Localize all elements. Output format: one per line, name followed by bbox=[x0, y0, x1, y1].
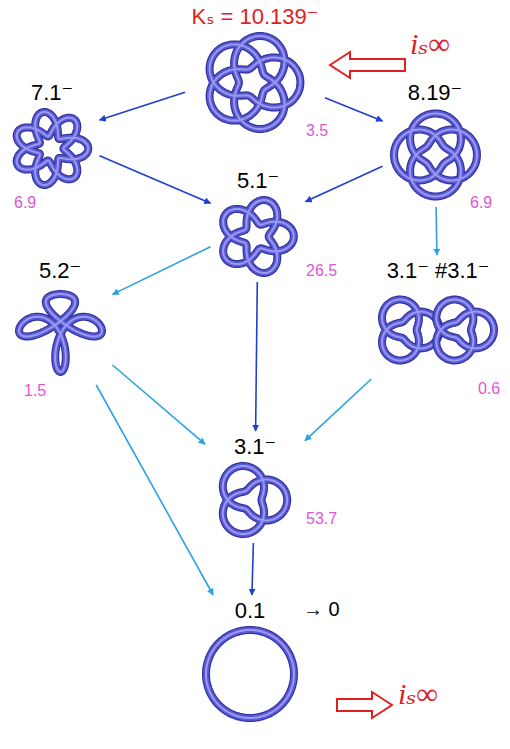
transition-arrow bbox=[100, 156, 211, 203]
knot-tube bbox=[16, 112, 88, 185]
knot-node: 8.19⁻6.9 bbox=[386, 80, 485, 204]
knot-node: 5.2⁻1.5 bbox=[11, 258, 110, 382]
transition-arrow bbox=[305, 379, 371, 441]
knot-name: 5.2⁻ bbox=[11, 258, 110, 284]
limit-label: iₛ∞ bbox=[398, 676, 438, 711]
knot-name: 5.1⁻ bbox=[214, 168, 303, 194]
knot-tube bbox=[223, 466, 287, 534]
knot-tube bbox=[436, 300, 494, 361]
knot-node: 3.1⁻53.7 bbox=[208, 434, 302, 540]
transition-arrow bbox=[252, 543, 254, 595]
percentage-number: 0.6 bbox=[478, 380, 500, 398]
percentage-number: 26.5 bbox=[306, 262, 337, 280]
transition-arrow bbox=[325, 98, 383, 121]
transition-arrow bbox=[435, 207, 437, 255]
knot-tube bbox=[382, 300, 440, 361]
knot-picture bbox=[10, 106, 95, 191]
limit-note: → 0 bbox=[303, 598, 340, 621]
knot-picture bbox=[216, 194, 301, 279]
transition-arrow bbox=[306, 166, 383, 201]
knot-name: 7.1⁻ bbox=[8, 80, 97, 106]
knot-name: 3.1⁻ #3.1⁻ bbox=[374, 258, 502, 284]
knot-tube bbox=[223, 200, 294, 273]
knot-tube bbox=[206, 630, 294, 718]
knot-tube bbox=[223, 200, 294, 273]
knot-tube bbox=[394, 114, 477, 197]
knot-tube bbox=[223, 200, 294, 273]
knot-picture bbox=[200, 624, 300, 724]
knot-tube bbox=[436, 300, 494, 361]
percentage-number: 53.7 bbox=[306, 510, 337, 528]
knot-tube bbox=[382, 300, 440, 361]
knot-tube bbox=[19, 294, 102, 372]
knot-tube bbox=[223, 466, 287, 534]
transition-arrow bbox=[113, 247, 211, 295]
knot-tube bbox=[19, 294, 102, 372]
knot-tube bbox=[382, 300, 440, 361]
transition-arrow bbox=[113, 365, 206, 444]
knot-name: 3.1⁻ bbox=[208, 434, 302, 460]
knot-picture bbox=[388, 106, 483, 204]
knot-tube bbox=[210, 36, 301, 129]
transition-arrow bbox=[100, 92, 186, 120]
knot-tube bbox=[206, 630, 294, 718]
knot-node: 3.1⁻ #3.1⁻0.6 bbox=[374, 258, 502, 376]
knot-node: Kₛ = 10.139⁻3.5 bbox=[188, 4, 322, 135]
knot-picture bbox=[13, 284, 108, 382]
knot-tube bbox=[16, 112, 88, 185]
knot-tube bbox=[210, 36, 301, 129]
percentage-number: 6.9 bbox=[470, 194, 492, 212]
percentage-number: 1.5 bbox=[24, 382, 46, 400]
knot-tube bbox=[206, 630, 294, 718]
hollow-arrow bbox=[337, 692, 392, 718]
knot-picture bbox=[210, 460, 300, 540]
percentage-number: 3.5 bbox=[306, 122, 328, 140]
knot-tube bbox=[210, 36, 301, 129]
knot-name: 8.19⁻ bbox=[386, 80, 485, 106]
knot-node: 5.1⁻26.5 bbox=[214, 168, 303, 279]
knot-tube bbox=[223, 466, 287, 534]
knot-node: 7.1⁻6.9 bbox=[8, 80, 97, 191]
percentage-number: 6.9 bbox=[14, 194, 36, 212]
knot-tube bbox=[19, 294, 102, 372]
knot-picture bbox=[376, 284, 500, 376]
knot-tube bbox=[394, 114, 477, 197]
knot-node: 0.1 bbox=[198, 598, 302, 724]
knot-name: Kₛ = 10.139⁻ bbox=[188, 4, 322, 30]
transition-arrow bbox=[96, 385, 213, 595]
knot-tube bbox=[16, 112, 88, 185]
limit-label: iₛ∞ bbox=[410, 26, 450, 61]
transition-arrow bbox=[256, 282, 258, 431]
knot-tube bbox=[436, 300, 494, 361]
knot-tube bbox=[394, 114, 477, 197]
knot-name: 0.1 bbox=[198, 598, 302, 624]
hollow-arrow bbox=[330, 52, 405, 78]
knot-picture bbox=[190, 30, 320, 135]
